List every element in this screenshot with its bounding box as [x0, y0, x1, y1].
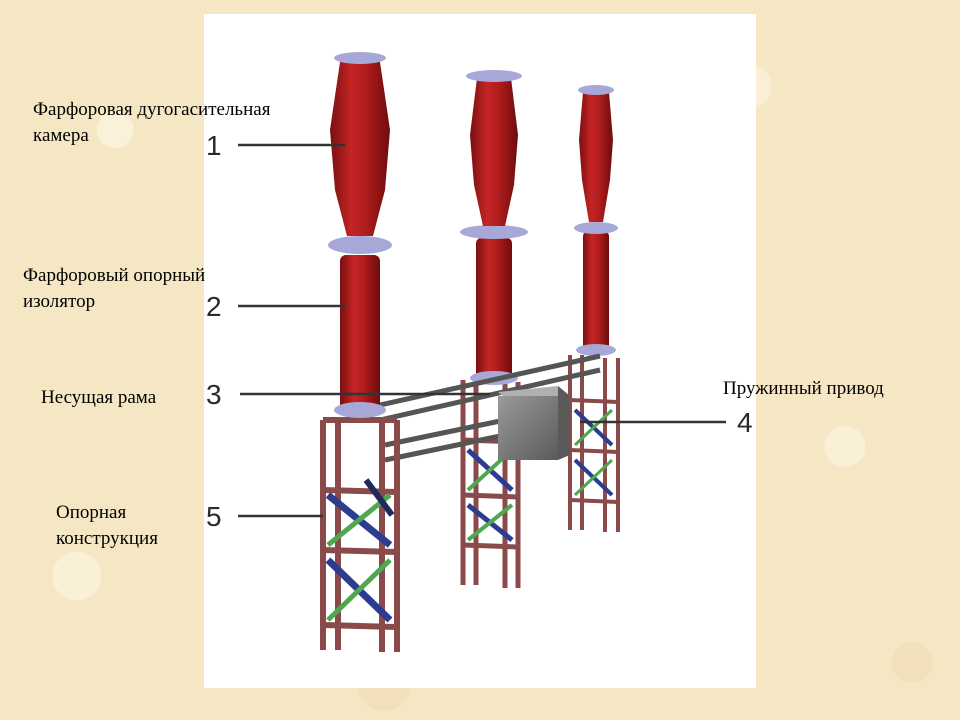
marker-1: 1 [206, 130, 222, 161]
support-insulator-3 [583, 232, 609, 350]
marker-4: 4 [737, 407, 753, 438]
leader-lines [238, 143, 726, 518]
pole-3 [568, 85, 620, 532]
label-support-insulator: Фарфоровый опорный изолятор [23, 263, 205, 315]
label-arc-chamber-line1: Фарфоровая дугогасительная [33, 99, 271, 120]
label-support-structure: Опорная конструкция [56, 500, 158, 552]
arc-chamber-3 [579, 92, 613, 222]
label-spring-drive: Пружинный привод [723, 378, 884, 399]
support-insulator-2 [476, 238, 512, 378]
marker-2: 2 [206, 291, 222, 322]
spring-drive-box [498, 386, 570, 460]
marker-3: 3 [206, 379, 222, 410]
label-support-insulator-line1: Фарфоровый опорный [23, 265, 206, 286]
label-support-structure-line2: конструкция [56, 528, 158, 549]
label-arc-chamber: Фарфоровая дугогасительная камера [33, 97, 270, 149]
arc-chamber-1 [330, 62, 390, 236]
support-insulator-1 [340, 255, 380, 410]
support-structure-3 [568, 355, 620, 532]
pole-1 [320, 52, 400, 652]
label-support-structure-line1: Опорная [56, 502, 127, 523]
label-support-insulator-line2: изолятор [23, 291, 96, 312]
label-arc-chamber-line2: камера [33, 125, 89, 146]
arc-chamber-2 [470, 78, 518, 226]
marker-5: 5 [206, 501, 222, 532]
pole-2 [460, 70, 528, 588]
label-carrying-frame: Несущая рама [41, 387, 157, 408]
